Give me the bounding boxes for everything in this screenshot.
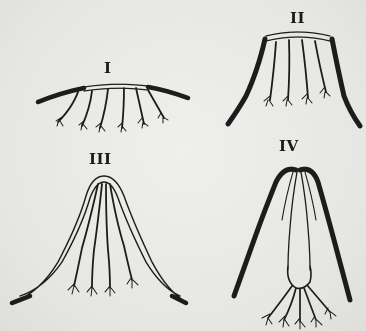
panel-iv-illustration <box>234 169 350 329</box>
panel-i-illustration <box>38 84 188 132</box>
panel-ii-illustration <box>228 32 360 126</box>
panel-iii-illustration <box>12 176 186 303</box>
